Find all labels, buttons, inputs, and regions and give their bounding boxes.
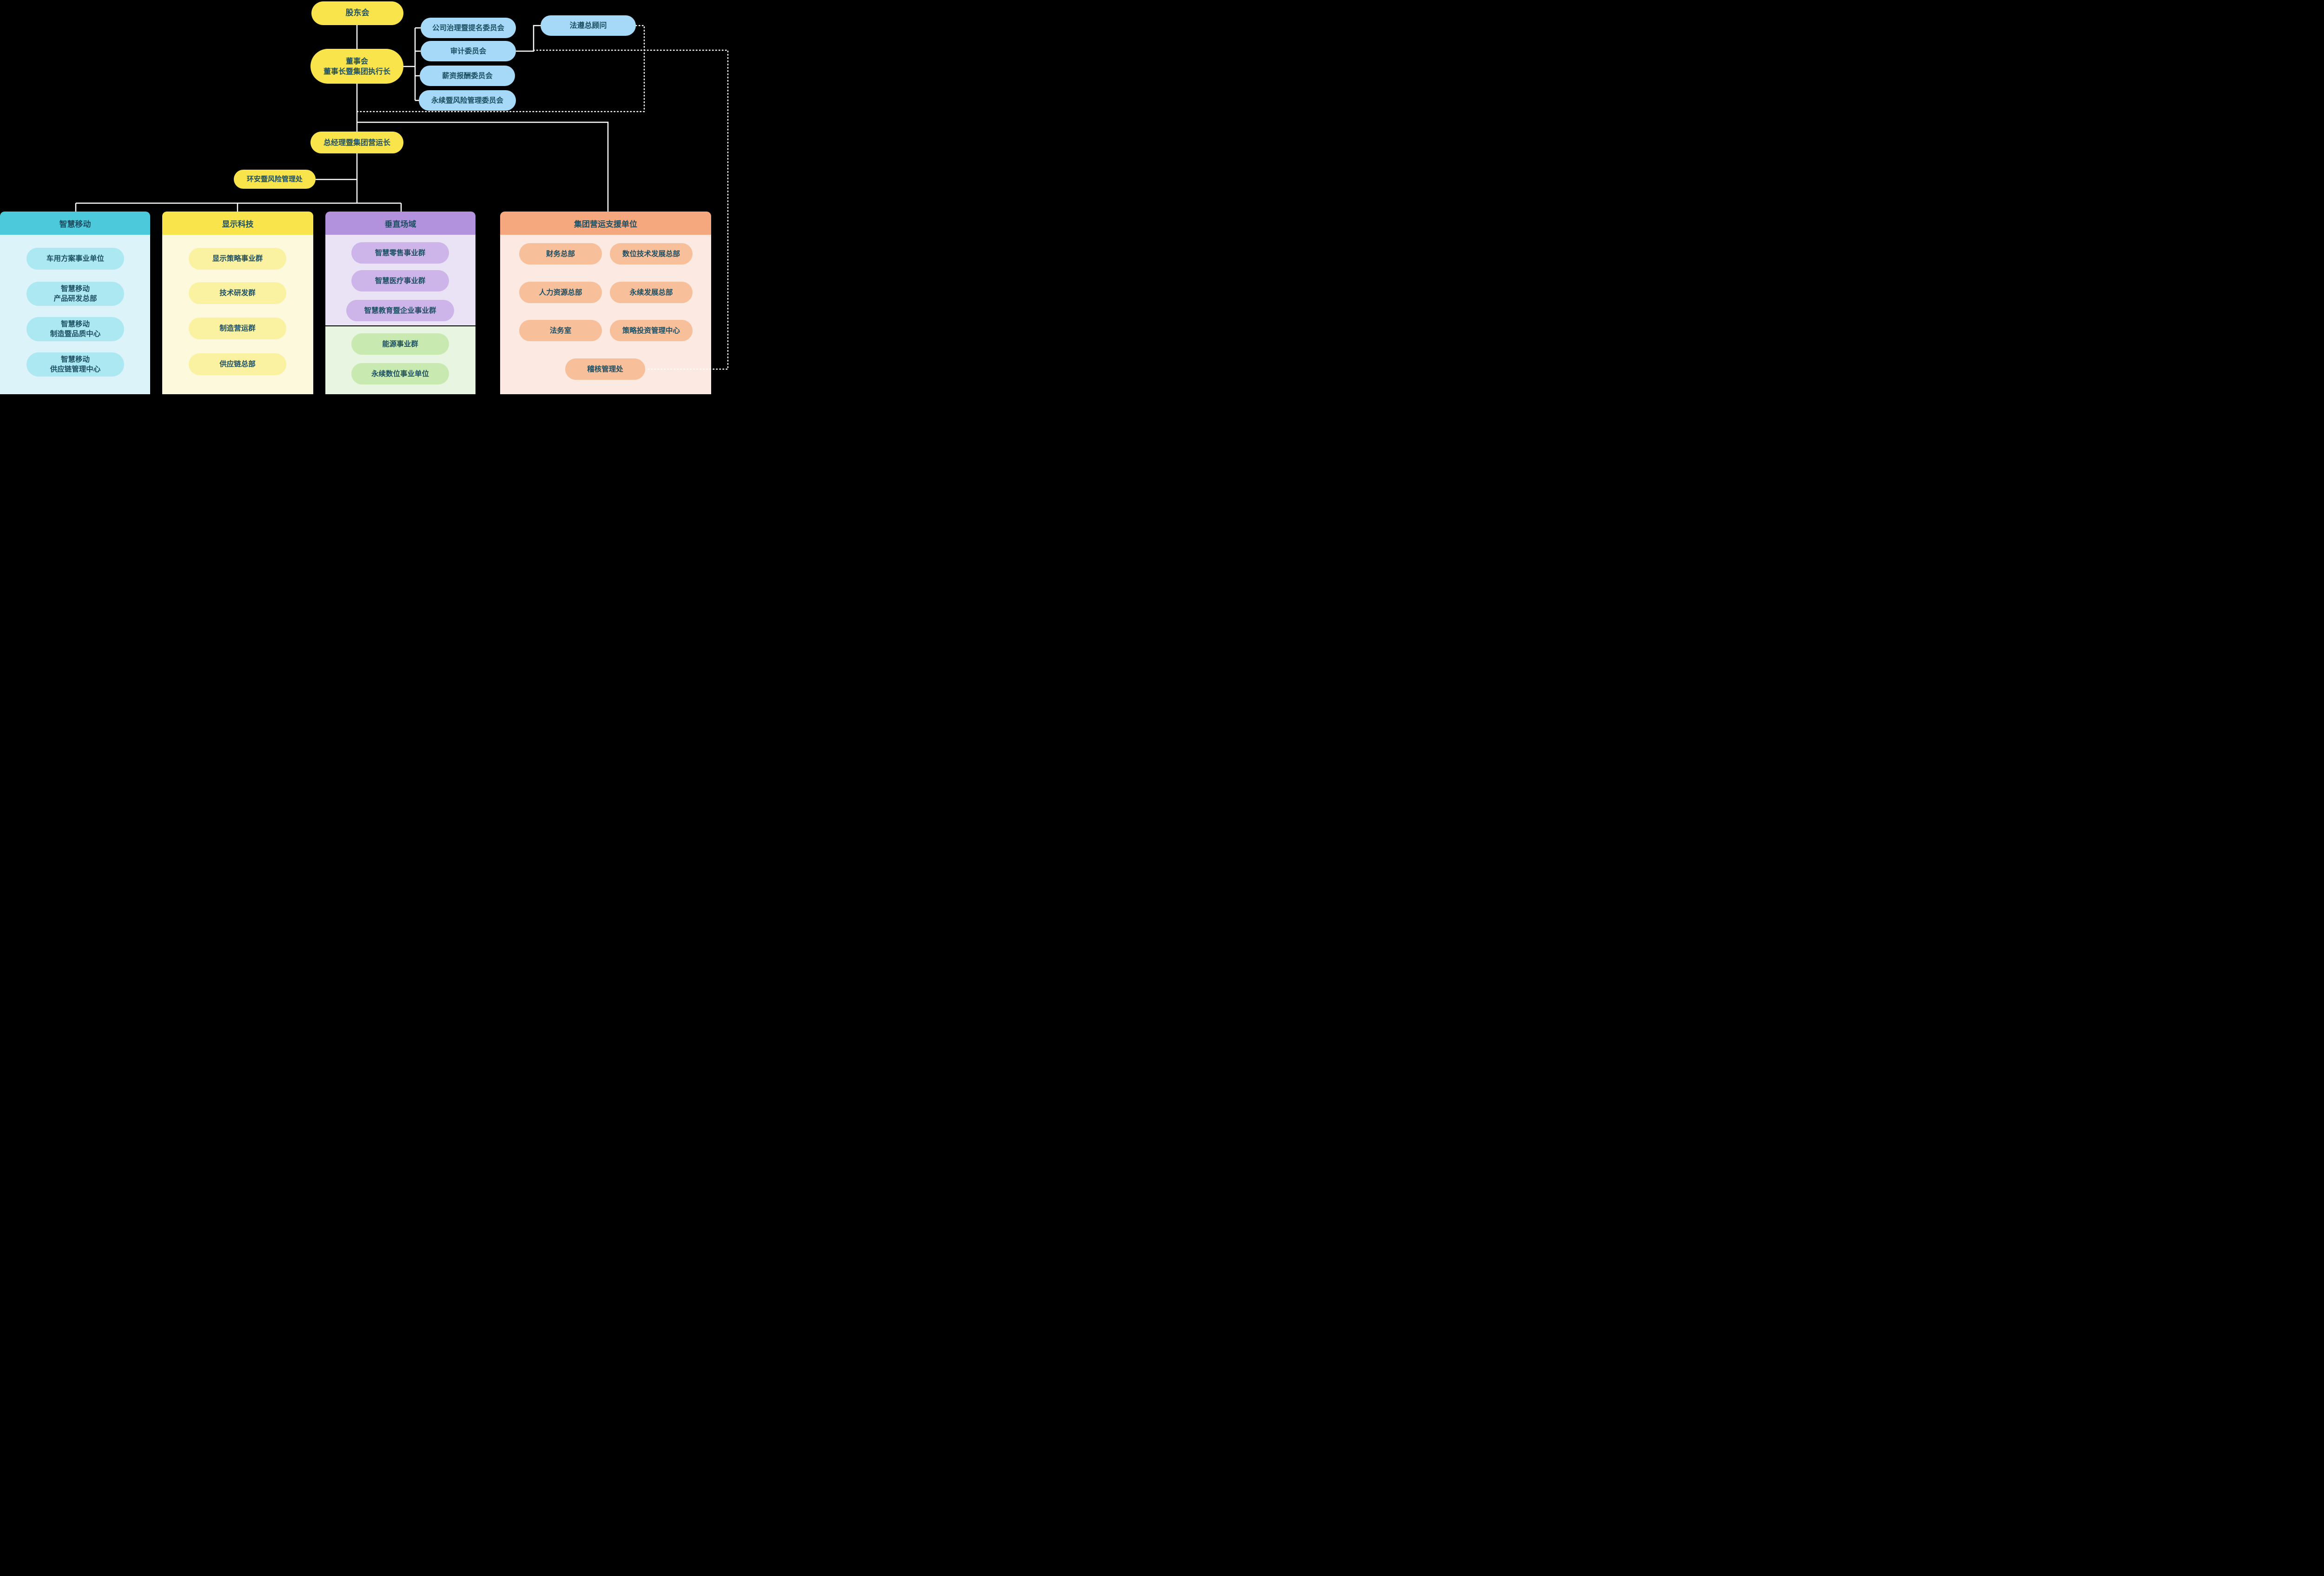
node-strategic-investment-center: 策略投资管理中心: [610, 320, 693, 341]
column-header-display-technology: 显示科技: [162, 212, 313, 235]
node-committee-governance-nomination: 公司治理暨提名委员会: [421, 18, 516, 38]
line-to-business-columns: [75, 202, 402, 212]
node-shareholders: 股东会: [311, 1, 403, 25]
node-smart-retail-group: 智慧零售事业群: [351, 242, 449, 264]
node-human-resources-hq: 人力资源总部: [519, 282, 602, 303]
node-smart-medical-group: 智慧医疗事业群: [351, 270, 449, 291]
node-manufacturing-operations-group: 制造营运群: [189, 318, 286, 339]
node-digital-technology-hq: 数位技术发展总部: [610, 243, 693, 265]
node-mobility-product-rd: 智慧移动 产品研发总部: [26, 282, 124, 306]
node-smart-education-enterprise-group: 智慧教育暨企业事业群: [346, 300, 454, 321]
node-committee-audit: 审计委员会: [421, 41, 516, 61]
node-mobility-manufacturing-quality: 智慧移动 制造暨品质中心: [26, 317, 124, 341]
node-display-strategy-group: 显示策略事业群: [189, 248, 286, 270]
node-board-chairman-ceo: 董事会 董事长暨集团执行长: [310, 49, 403, 84]
node-energy-group: 能源事业群: [351, 333, 449, 355]
node-audit-management-office: 稽核管理处: [565, 358, 645, 380]
dotted-compliance-coo: [356, 25, 645, 113]
node-sustainability-hq: 永续发展总部: [610, 282, 693, 303]
line-to-group-support: [357, 121, 609, 212]
node-chief-compliance-counsel: 法遵总顾问: [541, 15, 636, 36]
node-sustainable-digital-unit: 永续数位事业单位: [351, 363, 449, 384]
line-board-committees: [403, 27, 421, 101]
node-finance-hq: 财务总部: [519, 243, 602, 265]
column-header-vertical-domains: 垂直场域: [325, 212, 475, 235]
node-technology-rd-group: 技术研发群: [189, 282, 286, 304]
column-header-smart-mobility: 智慧移动: [0, 212, 150, 235]
node-mobility-supply-chain: 智慧移动 供应链管理中心: [26, 352, 124, 377]
node-committee-compensation: 薪资报酬委员会: [420, 66, 515, 86]
node-legal-office: 法务室: [519, 320, 602, 341]
line-audit-compliance: [516, 25, 541, 52]
org-chart: 股东会 董事会 董事长暨集团执行长 公司治理暨提名委员会 审计委员会 薪资报酬委…: [0, 0, 732, 394]
node-automotive-solutions: 车用方案事业单位: [26, 248, 124, 270]
node-president-coo: 总经理暨集团营运长: [310, 132, 403, 153]
node-committee-sustainability-risk: 永续暨风险管理委员会: [419, 90, 516, 111]
node-ehs-risk-office: 环安暨风险管理处: [234, 170, 316, 189]
column-header-group-support: 集团营运支援单位: [500, 212, 711, 235]
node-supply-chain-hq: 供应链总部: [189, 353, 286, 375]
connector-lines: [75, 25, 729, 370]
dotted-audit-committee-audit-office: [533, 49, 729, 370]
